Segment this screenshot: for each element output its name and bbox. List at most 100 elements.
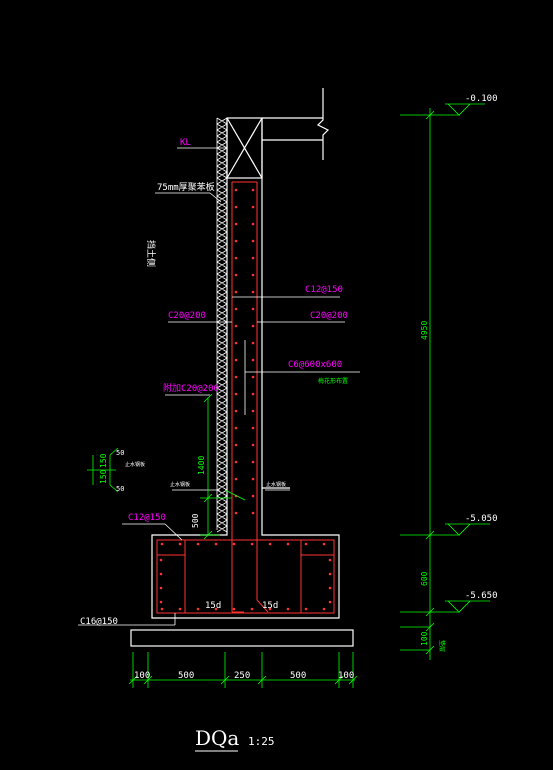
rebar-dot xyxy=(251,460,255,464)
elevation-top: -0.100 xyxy=(465,94,498,104)
rebar-dot xyxy=(196,542,200,546)
elevation-footing-bottom: -5.650 xyxy=(465,591,498,601)
rebar-dot xyxy=(328,586,332,590)
rebar-dot xyxy=(322,542,326,546)
rebar-dot xyxy=(232,607,236,611)
label-kl: KL xyxy=(180,138,191,148)
rebar-dots xyxy=(159,188,332,611)
rebar-dot xyxy=(286,607,290,611)
rebar-dot xyxy=(159,558,163,562)
rebar-dot xyxy=(214,542,218,546)
rebar-dot xyxy=(251,494,255,498)
rebar-dot xyxy=(234,511,238,515)
rebar-dot xyxy=(234,460,238,464)
label-waterstop-left: 止水钢板 xyxy=(170,481,190,488)
rebar-dot xyxy=(234,409,238,413)
label-anchor-right: 15d xyxy=(262,601,278,611)
rebar-dot xyxy=(251,307,255,311)
label-c6-note: 梅花形布置 xyxy=(318,377,348,385)
rebar-dot xyxy=(251,409,255,413)
rebar-dot xyxy=(251,392,255,396)
rebar-dot xyxy=(159,572,163,576)
dim-100-note: 垫层 xyxy=(438,640,446,652)
detail-dim-150b: 150 xyxy=(99,469,108,484)
label-c20-200-left: C20@200 xyxy=(168,311,206,321)
label-c12-150-base: C12@150 xyxy=(128,513,166,523)
rebar-dot xyxy=(251,426,255,430)
rebar-dot xyxy=(322,607,326,611)
label-c12-150-top: C12@150 xyxy=(305,285,343,295)
label-c16-150: C16@150 xyxy=(80,617,118,627)
rebar-dot xyxy=(328,600,332,604)
label-c20-200-add: 附加C20@200 xyxy=(163,382,219,394)
rebar-dot xyxy=(268,607,272,611)
rebar-dot xyxy=(234,477,238,481)
rebar-dot xyxy=(232,542,236,546)
label-anchor-left: 15d xyxy=(205,601,221,611)
insulation-layer xyxy=(216,117,228,533)
rebar-dot xyxy=(234,341,238,345)
rebar-dot xyxy=(234,273,238,277)
label-c6: C6@600x600 xyxy=(288,360,342,370)
elevation-footing-top: -5.050 xyxy=(465,514,498,524)
rebar-dot xyxy=(251,443,255,447)
rebar-dot xyxy=(234,426,238,430)
dim-500-vertical: 500 xyxy=(191,513,200,528)
rebar-dot xyxy=(159,600,163,604)
rebar-dot xyxy=(234,188,238,192)
rebar-dot xyxy=(251,324,255,328)
hdim-2: 500 xyxy=(178,671,194,681)
rebar-dot xyxy=(251,273,255,277)
label-soil-side: 挡土侧 xyxy=(145,240,157,267)
hdim-1: 100 xyxy=(134,671,150,681)
drawing-title: DQa xyxy=(195,726,239,750)
label-c20-200-right: C20@200 xyxy=(310,311,348,321)
label-waterstop-right: 止水钢板 xyxy=(266,481,286,488)
rebar-dot xyxy=(234,256,238,260)
rebar-dot xyxy=(286,542,290,546)
rebar-dot xyxy=(234,205,238,209)
rebar-dot xyxy=(250,607,254,611)
dimension-lines xyxy=(87,103,490,688)
rebar-dot xyxy=(251,290,255,294)
dim-600: 600 xyxy=(420,571,429,586)
detail-note: 止水钢板 xyxy=(125,461,145,468)
leader-lines xyxy=(78,147,360,626)
rebar-dot xyxy=(234,375,238,379)
rebar-dot xyxy=(234,324,238,328)
annotations: KL 75mm厚聚苯板 挡土侧 C12@150 C20@200 C20@200 … xyxy=(80,94,498,752)
rebar-dot xyxy=(178,607,182,611)
rebar-dot xyxy=(234,307,238,311)
dim-100: 100 xyxy=(420,631,429,646)
rebar-dot xyxy=(160,607,164,611)
rebar-dot xyxy=(328,558,332,562)
rebar-dot xyxy=(251,375,255,379)
rebar-dot xyxy=(234,443,238,447)
rebar-dot xyxy=(251,358,255,362)
rebar-dot xyxy=(234,290,238,294)
rebar-dot xyxy=(160,542,164,546)
drawing-scale: 1:25 xyxy=(248,735,275,748)
dim-1400: 1400 xyxy=(197,456,206,475)
rebar-dot xyxy=(234,358,238,362)
rebar-dot xyxy=(251,205,255,209)
rebar-dot xyxy=(234,222,238,226)
rebar-dot xyxy=(251,511,255,515)
hdim-4: 500 xyxy=(290,671,306,681)
hdim-5: 100 xyxy=(338,671,354,681)
dim-4950: 4950 xyxy=(420,321,429,340)
rebar-dot xyxy=(250,542,254,546)
rebar-dot xyxy=(304,607,308,611)
rebar-dot xyxy=(159,586,163,590)
rebar-dot xyxy=(251,341,255,345)
rebar-dot xyxy=(196,607,200,611)
rebar xyxy=(156,181,335,614)
rebar-dot xyxy=(234,392,238,396)
rebar-dot xyxy=(178,542,182,546)
detail-dim-50a: 50 xyxy=(116,449,124,457)
detail-dim-50b: 50 xyxy=(116,485,124,493)
rebar-dot xyxy=(214,607,218,611)
rebar-dot xyxy=(251,477,255,481)
rebar-dot xyxy=(251,239,255,243)
